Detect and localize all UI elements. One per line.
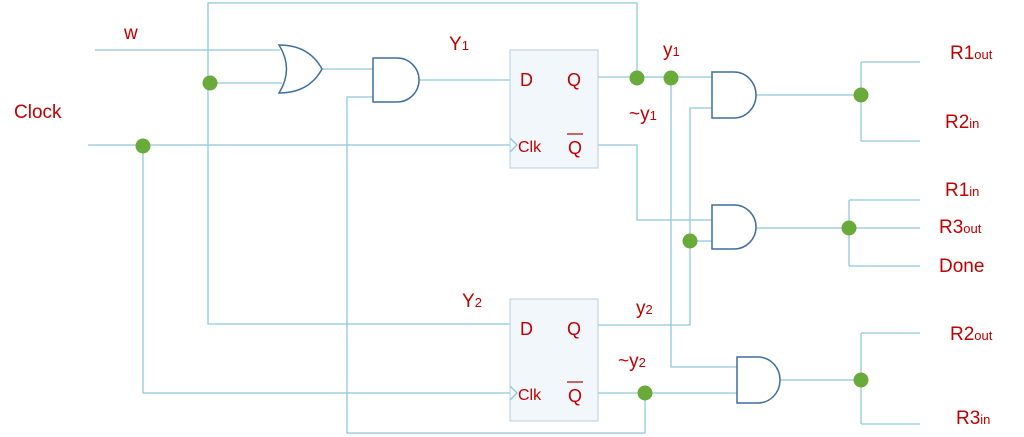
output-label-r3in: R3in <box>956 408 990 429</box>
junction-and1-out <box>853 87 869 103</box>
wire-clock-down <box>142 145 510 394</box>
or-gate <box>277 44 323 94</box>
wires <box>88 2 920 434</box>
wire-feedback-top <box>207 2 638 325</box>
flipflop-1: D Q Clk Q <box>509 49 599 169</box>
label-y2-not: ~y2 <box>618 351 646 372</box>
label-y1-not: ~y1 <box>629 104 657 125</box>
junction-y2 <box>682 233 698 249</box>
r3out-main: R3 <box>939 217 963 238</box>
wire-q2 <box>598 107 712 326</box>
output-label-r2out: R2out <box>950 324 993 345</box>
ff2-d-pin: D <box>520 319 533 339</box>
junctions <box>135 70 869 401</box>
output-label-r1in: R1in <box>945 180 979 201</box>
junction-y1 <box>663 70 679 86</box>
r1out-sub: out <box>974 47 992 62</box>
label-y1-not-sub: 1 <box>650 108 657 123</box>
output-label-done: Done <box>939 256 984 277</box>
output-label-r2in: R2in <box>945 112 979 133</box>
input-label-clock: Clock <box>14 102 62 123</box>
wire-y2not-feedback <box>346 96 646 434</box>
junction-feedback <box>202 75 218 91</box>
label-Y2: Y2 <box>462 291 482 312</box>
wire-q1bar <box>598 144 712 221</box>
label-y1-main: y <box>663 40 673 61</box>
output-label-r3out: R3out <box>939 217 982 238</box>
label-y2-not-sub: 2 <box>639 355 646 370</box>
ff1-qbar-pin: Q <box>568 138 582 158</box>
junction-and3-out <box>853 372 869 388</box>
r1in-main: R1 <box>945 180 969 201</box>
label-y2-sub: 2 <box>646 302 653 317</box>
ff1-clk-pin: Clk <box>518 139 542 156</box>
r1in-sub: in <box>969 184 979 199</box>
ff2-clk-pin: Clk <box>518 387 542 404</box>
and-gate-input <box>372 57 420 103</box>
ff2-q-pin: Q <box>567 319 581 339</box>
wire-y1-down <box>670 77 737 368</box>
r2out-main: R2 <box>950 324 974 345</box>
label-Y1-sub: 1 <box>462 38 469 53</box>
junction-y2not <box>637 385 653 401</box>
ff1-d-pin: D <box>520 70 533 90</box>
label-y1: y1 <box>663 40 680 61</box>
r2in-main: R2 <box>945 112 969 133</box>
ff2-clock-triangle <box>509 385 518 401</box>
output-label-r1out: R1out <box>950 43 993 64</box>
ff2-qbar-pin: Q <box>568 386 582 406</box>
r3in-main: R3 <box>956 408 980 429</box>
label-y1-sub: 1 <box>673 44 680 59</box>
r1out-main: R1 <box>950 43 974 64</box>
junction-clock <box>135 138 151 154</box>
junction-q1 <box>629 70 645 86</box>
label-y2-main: y <box>636 298 646 319</box>
label-Y1-main: Y <box>449 34 462 55</box>
flipflop-2: D Q Clk Q <box>509 298 599 422</box>
ff1-clock-triangle <box>509 137 518 153</box>
input-label-w: w <box>123 23 138 44</box>
r3out-sub: out <box>963 221 981 236</box>
ff1-q-pin: Q <box>567 70 581 90</box>
r3in-sub: in <box>980 412 990 427</box>
label-Y1: Y1 <box>449 34 469 55</box>
label-y1-not-main: ~y <box>629 104 650 125</box>
and-gate-1 <box>711 71 757 119</box>
and-gate-2 <box>711 204 757 250</box>
r2in-sub: in <box>969 116 979 131</box>
label-y2-not-main: ~y <box>618 351 639 372</box>
and-gate-3 <box>736 356 781 404</box>
label-y2: y2 <box>636 298 653 319</box>
r2out-sub: out <box>974 328 992 343</box>
label-Y2-main: Y <box>462 291 475 312</box>
junction-and2-out <box>841 220 857 236</box>
label-Y2-sub: 2 <box>475 295 482 310</box>
